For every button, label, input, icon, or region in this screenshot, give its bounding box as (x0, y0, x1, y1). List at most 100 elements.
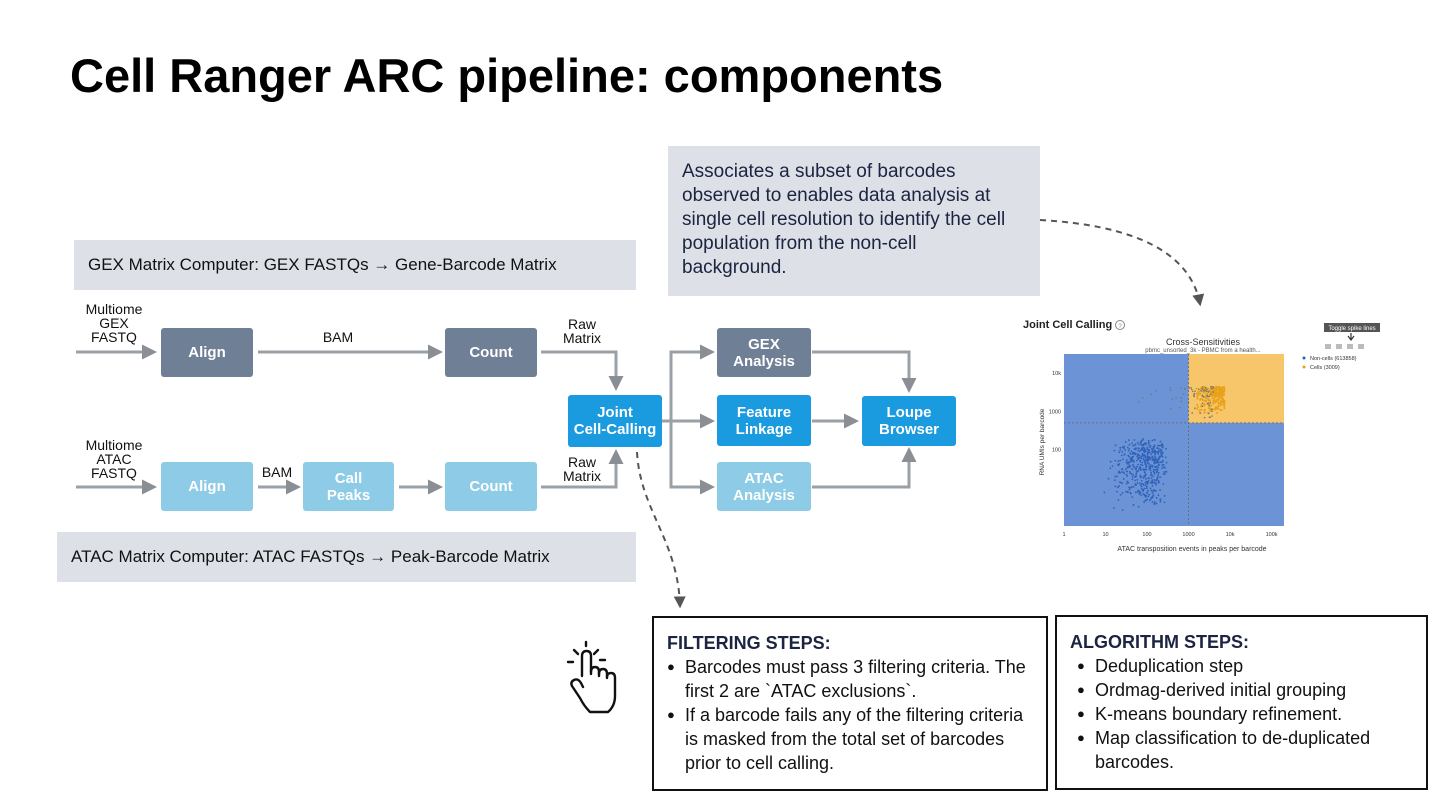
noncell-point (1109, 467, 1112, 470)
noncell-point (1141, 448, 1143, 451)
noncell-point (1161, 446, 1164, 449)
noncell-point (1148, 465, 1151, 468)
noncell-point (1161, 461, 1163, 464)
noncell-point (1159, 498, 1162, 501)
noncell-point (1165, 471, 1168, 473)
cell-point (1217, 387, 1220, 390)
noncell-point (1159, 489, 1162, 492)
noncell-point (1155, 459, 1158, 461)
noncell-point (1208, 395, 1211, 398)
cell-point (1195, 392, 1198, 395)
noncell-point (1120, 471, 1123, 473)
cell-point (1220, 389, 1223, 392)
noncell-point (1126, 462, 1129, 465)
noncell-point (1133, 444, 1136, 447)
noncell-point (1150, 476, 1153, 479)
noncell-point (1151, 492, 1154, 494)
noncell-point (1152, 494, 1155, 496)
noncell-point (1137, 463, 1139, 466)
noncell-point (1159, 440, 1162, 443)
cell-point (1222, 391, 1225, 394)
noncell-point (1118, 463, 1121, 465)
noncell-point (1149, 451, 1151, 454)
noncell-point (1118, 470, 1121, 473)
noncell-point (1209, 393, 1212, 395)
legend-marker-cells (1302, 365, 1306, 369)
chart-subtitle: pbmc_unsorted_3k - PBMC from a health... (1145, 348, 1261, 354)
noncell-point (1118, 451, 1120, 454)
noncell-point (1119, 472, 1121, 474)
cell-point (1213, 388, 1216, 391)
noncell-point (1199, 412, 1202, 414)
noncell-point (1137, 490, 1140, 492)
noncell-point (1127, 454, 1130, 457)
noncell-point (1128, 470, 1131, 473)
cell-point (1196, 397, 1199, 400)
noncell-point (1124, 449, 1127, 451)
noncell-point (1161, 444, 1163, 447)
cell-point (1219, 392, 1222, 395)
noncell-point (1131, 475, 1134, 478)
noncell-point (1159, 476, 1162, 479)
cell-point (1211, 397, 1214, 400)
cell-point (1221, 403, 1224, 406)
cell-point (1223, 407, 1226, 410)
noncell-point (1191, 388, 1193, 391)
noncell-point (1134, 479, 1137, 482)
legend-marker-noncells (1302, 356, 1306, 360)
cell-point (1203, 408, 1206, 411)
cell-point (1195, 387, 1198, 390)
chart-title: Cross-Sensitivities (1166, 337, 1241, 347)
noncell-point (1146, 448, 1149, 450)
noncell-point (1131, 442, 1133, 444)
cell-point (1215, 391, 1218, 394)
noncell-point (1193, 394, 1195, 396)
cell-point (1200, 404, 1203, 407)
y-tick-label: 100 (1052, 448, 1061, 454)
noncell-point (1129, 492, 1132, 495)
noncell-point (1147, 441, 1150, 444)
noncell-point (1155, 483, 1157, 486)
filtering-heading: FILTERING STEPS: (667, 633, 831, 653)
noncell-point (1150, 480, 1153, 483)
noncell-point (1147, 439, 1150, 442)
noncell-point (1139, 494, 1142, 497)
noncell-point (1209, 401, 1212, 404)
noncell-point (1151, 457, 1154, 459)
noncell-point (1140, 443, 1143, 446)
noncell-point (1107, 477, 1110, 480)
noncell-point (1138, 482, 1141, 485)
home-icon (1358, 344, 1364, 349)
tooltip-text: Toggle spike lines (1328, 326, 1375, 332)
noncell-point (1151, 451, 1154, 454)
noncell-point (1207, 412, 1209, 414)
noncell-point (1180, 397, 1183, 399)
cell-point (1214, 390, 1217, 393)
noncell-point (1136, 479, 1139, 481)
noncell-point (1159, 461, 1162, 464)
noncell-point (1158, 455, 1161, 458)
noncell-point (1128, 461, 1131, 464)
noncell-point (1144, 499, 1147, 502)
chart-xlabel: ATAC transposition events in peaks per b… (1117, 546, 1266, 553)
noncell-point (1132, 486, 1135, 488)
noncell-point (1122, 471, 1125, 474)
noncell-point (1128, 448, 1131, 450)
noncell-point (1114, 479, 1116, 481)
noncell-point (1158, 481, 1160, 484)
noncell-point (1147, 456, 1150, 459)
noncell-point (1122, 458, 1124, 461)
noncell-point (1134, 452, 1137, 455)
noncell-point (1161, 442, 1163, 445)
cell-point (1198, 409, 1201, 412)
noncell-point (1121, 446, 1124, 449)
noncell-point (1162, 473, 1165, 475)
noncell-point (1137, 469, 1140, 472)
noncell-point (1143, 474, 1146, 477)
noncell-point (1144, 457, 1147, 459)
noncell-point (1140, 457, 1143, 460)
noncell-point (1154, 390, 1157, 392)
noncell-point (1145, 487, 1148, 489)
noncell-point (1157, 458, 1160, 461)
noncell-point (1143, 454, 1145, 457)
